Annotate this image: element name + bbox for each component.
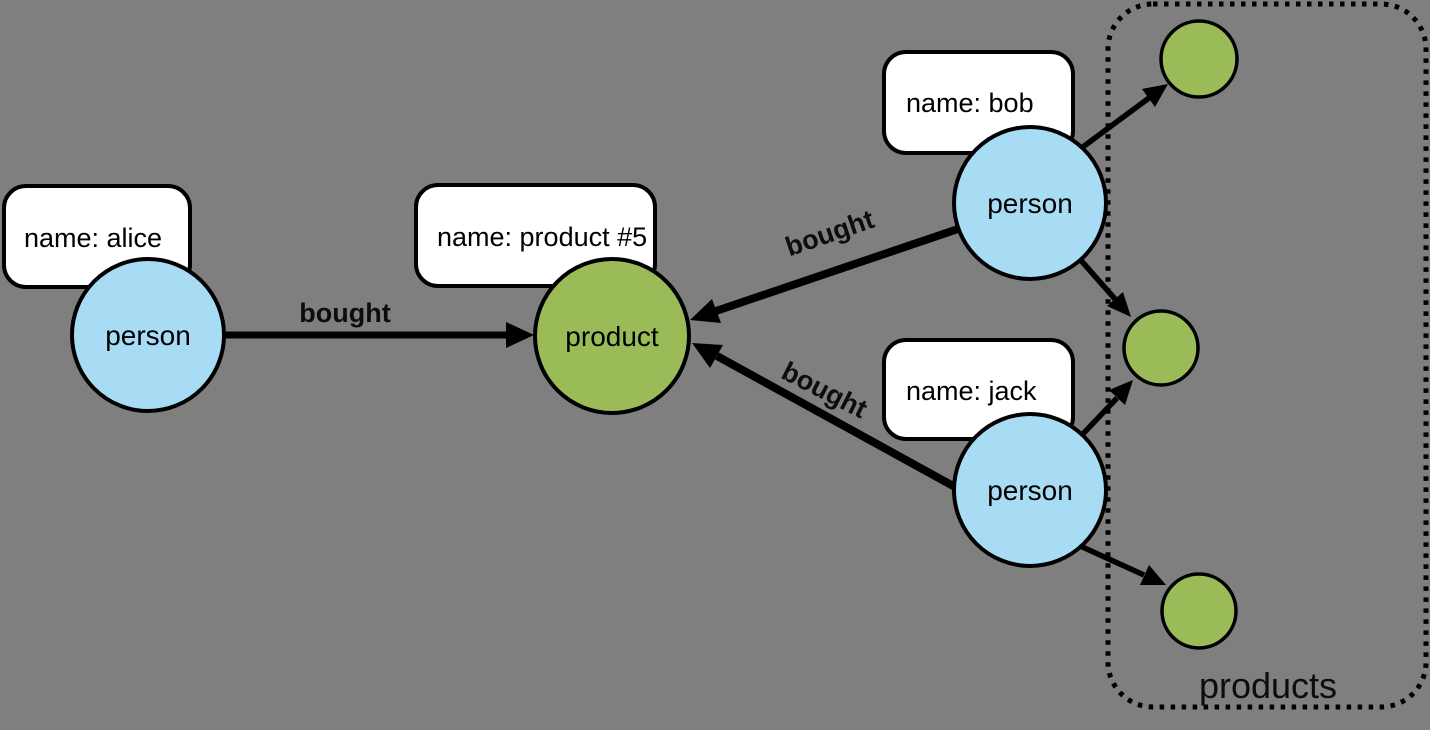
jack-node-label: person (987, 475, 1073, 506)
alice-node-label: person (105, 320, 191, 351)
edge-bob-bought-product (690, 225, 960, 323)
bob-property-text: name: bob (906, 88, 1034, 118)
arrowhead-jack-bottom-product (1140, 565, 1166, 585)
arrowhead-alice-product (506, 322, 534, 348)
products-group-label: products (1199, 665, 1337, 706)
product-node-label: product (565, 321, 659, 352)
arrowhead-jack-middle-product (1109, 380, 1133, 405)
jack-person-node (952, 412, 1108, 568)
bob-person-node (952, 125, 1108, 281)
edge-jack-bought-product (692, 343, 957, 491)
alice-bought-label: bought (299, 298, 390, 328)
alice-property-text: name: alice (24, 223, 162, 253)
products-group-outline (1105, 1, 1429, 710)
arrowhead-bob-product (690, 299, 721, 323)
jack-property-text: name: jack (906, 376, 1037, 406)
product-property-text: name: product #5 (437, 222, 647, 252)
arrowhead-jack-product (692, 343, 723, 368)
group-product-node-top (1159, 19, 1239, 99)
edge-bob-top-product (1074, 84, 1168, 155)
edge-bob-middle-product (1075, 255, 1131, 317)
edge-alice-bought-product (224, 322, 534, 348)
bob-node-label: person (987, 188, 1073, 219)
group-product-node-middle (1122, 309, 1200, 387)
edge-jack-bottom-product (1076, 542, 1166, 585)
edge-jack-middle-product (1078, 380, 1133, 439)
alice-person-node (70, 257, 226, 413)
group-product-node-bottom (1160, 572, 1238, 650)
product-node (533, 257, 691, 415)
arrowhead-bob-middle-product (1107, 292, 1131, 317)
arrowhead-bob-top-product (1142, 84, 1168, 107)
